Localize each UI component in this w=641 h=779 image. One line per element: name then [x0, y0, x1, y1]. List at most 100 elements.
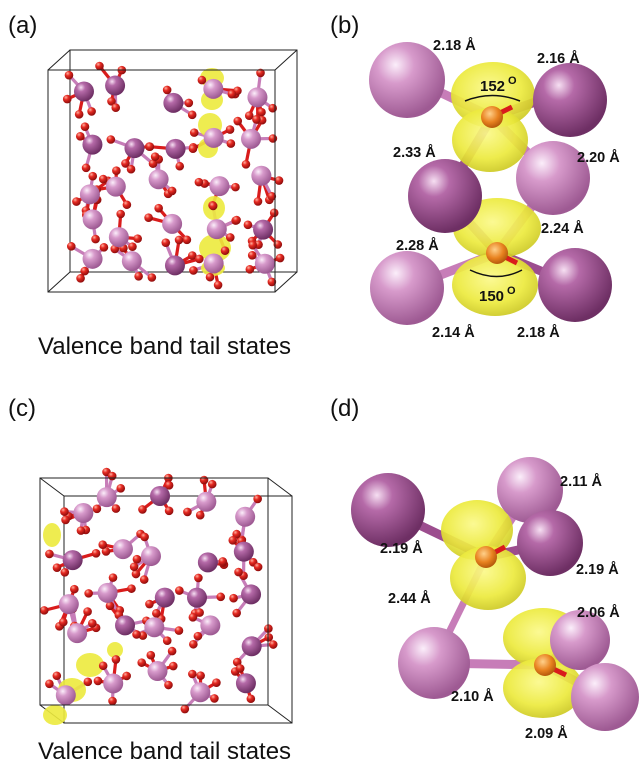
metal-atom — [82, 248, 103, 269]
metal-atom — [73, 81, 94, 102]
oxygen-atom — [147, 273, 157, 282]
oxygen-atom — [241, 160, 251, 169]
oxygen-atom — [88, 171, 98, 181]
oxygen-atom — [111, 504, 121, 513]
oxygen-atom — [126, 164, 136, 174]
panel-label-a: (a) — [8, 12, 38, 39]
oxygen-atom — [122, 200, 132, 210]
oxygen-atom — [144, 213, 153, 223]
oxygen-atom — [87, 107, 96, 116]
oxygen-atom — [273, 240, 283, 249]
oxygen-atom — [150, 152, 160, 161]
panel-label-b: (b) — [330, 12, 360, 39]
oxygen-atom — [162, 85, 172, 95]
metal-atom — [105, 75, 126, 96]
metal-atom — [163, 92, 184, 113]
distance-label: 2.19 Å — [380, 540, 423, 557]
oxygen-atom — [164, 680, 173, 690]
oxygen-atom — [131, 569, 141, 579]
local-structure-b: 2.18 Å 2.16 Å 2.33 Å 2.20 Å 2.28 Å 2.24 … — [369, 37, 620, 341]
metal-atom — [241, 584, 262, 605]
oxygen-atom — [107, 471, 117, 481]
metal-atom — [124, 138, 145, 159]
distance-label: 2.18 Å — [517, 324, 560, 341]
oxygen-atom — [175, 161, 185, 171]
oxygen-atom — [188, 144, 198, 154]
oxygen-atom — [74, 109, 84, 119]
oxygen-atom — [45, 549, 54, 559]
metal-atom — [200, 615, 221, 636]
oxygen-atom — [61, 515, 70, 525]
oxygen-atom — [105, 601, 115, 611]
oxygen-atom — [253, 494, 262, 504]
distance-label: 2.20 Å — [577, 149, 620, 166]
metal-atom — [67, 623, 88, 644]
oxygen-atom — [80, 122, 90, 131]
metal-atom — [571, 663, 639, 731]
charge-isosurface — [450, 546, 526, 610]
oxygen-atom — [58, 617, 68, 627]
oxygen-atom — [84, 589, 93, 598]
oxygen-atom — [132, 630, 141, 639]
metal-atom — [233, 541, 254, 562]
oxygen-atom — [194, 177, 204, 187]
oxygen-atom — [83, 677, 93, 687]
oxygen-atom — [475, 546, 497, 568]
metal-atom — [206, 219, 227, 240]
oxygen-atom — [162, 636, 172, 646]
oxygen-atom — [268, 134, 278, 143]
oxygen-atom — [145, 142, 155, 151]
oxygen-atom — [106, 135, 116, 144]
metal-atom — [203, 253, 224, 274]
oxygen-atom — [174, 626, 184, 635]
oxygen-atom — [95, 61, 104, 71]
metal-atom — [533, 63, 607, 137]
metal-atom — [162, 213, 183, 234]
oxygen-atom — [60, 568, 70, 577]
metal-atom — [165, 138, 186, 159]
distance-label: 2.11 Å — [560, 473, 602, 490]
oxygen-atom — [164, 481, 174, 490]
oxygen-atom — [72, 197, 81, 206]
oxygen-atom — [129, 562, 139, 572]
oxygen-atom — [264, 633, 274, 642]
metal-atom — [121, 251, 142, 272]
oxygen-atom — [268, 640, 278, 649]
oxygen-atom — [64, 70, 74, 80]
caption-a: Valence band tail states — [38, 333, 292, 360]
charge-isosurface — [452, 108, 528, 172]
oxygen-atom — [247, 251, 257, 260]
distance-label: 2.24 Å — [541, 220, 584, 237]
metal-atom — [112, 539, 133, 560]
metal-atom — [517, 510, 583, 576]
metal-atom — [516, 141, 590, 215]
oxygen-atom — [207, 479, 217, 489]
oxygen-atom — [184, 98, 194, 108]
oxygen-atom — [252, 115, 261, 124]
oxygen-atom — [62, 94, 72, 104]
metal-atom — [550, 610, 610, 670]
metal-atom — [398, 627, 470, 699]
metal-atom — [154, 587, 175, 608]
oxygen-atom — [244, 111, 254, 121]
oxygen-atom — [213, 280, 223, 290]
metal-atom — [235, 506, 256, 527]
oxygen-atom — [60, 507, 69, 516]
oxygen-atom — [101, 547, 111, 556]
oxygen-atom — [111, 655, 121, 664]
oxygen-atom — [245, 265, 255, 274]
oxygen-atom — [269, 208, 279, 218]
metal-atom — [203, 127, 224, 148]
oxygen-atom — [182, 235, 192, 245]
oxygen-atom — [232, 608, 241, 618]
distance-label: 2.06 Å — [577, 604, 620, 621]
oxygen-atom — [229, 593, 238, 603]
oxygen-atom — [274, 176, 284, 185]
oxygen-atom — [225, 125, 235, 134]
metal-atom — [148, 169, 169, 190]
metal-atom — [55, 685, 76, 706]
metal-atom — [197, 552, 218, 573]
oxygen-atom — [152, 609, 161, 618]
